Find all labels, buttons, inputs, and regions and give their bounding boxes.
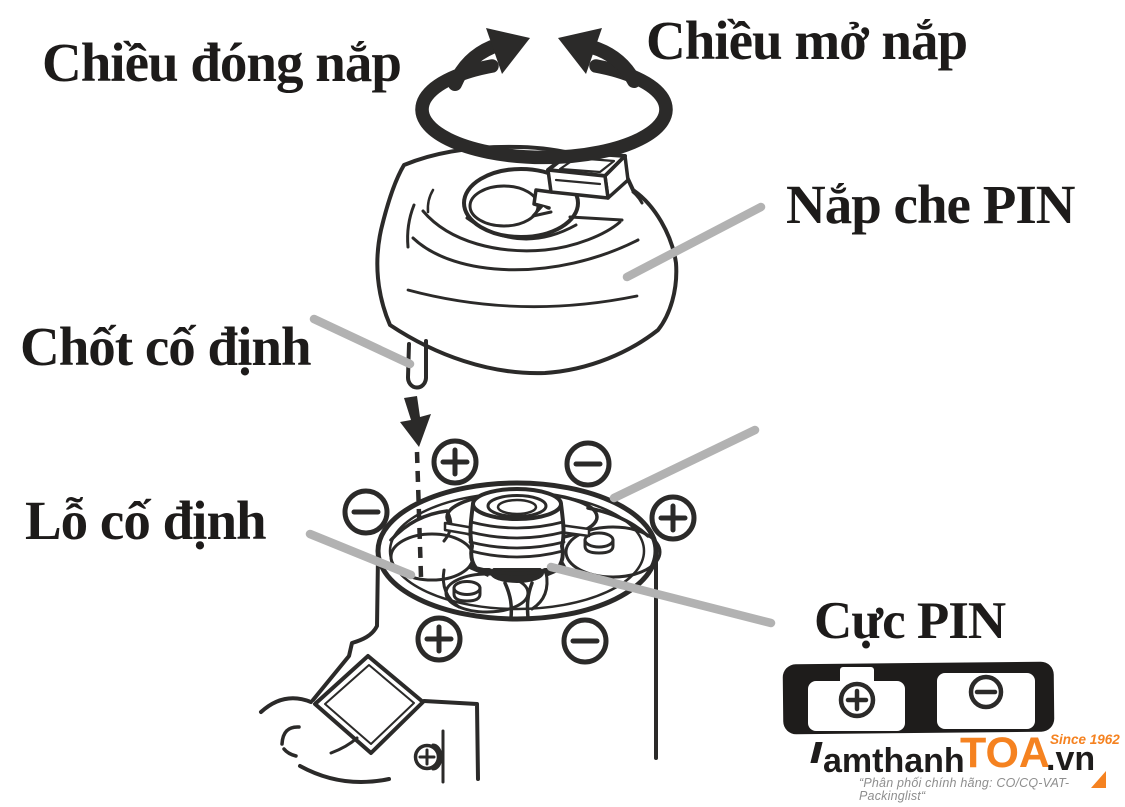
insert-pointer	[400, 396, 431, 578]
label-fixing-hole: Lỗ cố định	[25, 490, 267, 551]
label-battery-cover: Nắp che PIN	[786, 174, 1075, 235]
body-diamond-panel	[313, 654, 425, 755]
label-battery-terminal: Cực PIN	[814, 592, 1006, 650]
rotation-arrow-icon	[415, 28, 673, 165]
battery-nub	[452, 531, 615, 603]
minus-icon	[561, 617, 609, 665]
battery-compartment-drawing	[259, 480, 662, 785]
leader-terminal	[546, 562, 776, 628]
polarity-markers	[342, 438, 697, 665]
threaded-post	[468, 487, 566, 576]
body-grip-curves	[259, 696, 391, 785]
label-fixing-pin: Chốt cố định	[20, 316, 312, 377]
fixing-pin-drawing	[406, 339, 428, 390]
terminal-plate-drawing	[782, 661, 1055, 735]
plus-icon	[431, 438, 479, 486]
logo-tagline: “Phân phối chính hãng: CO/CQ-VAT-Packing…	[859, 776, 1070, 803]
battery-cover-drawing	[375, 144, 679, 390]
leader-battery-cover	[622, 202, 766, 282]
leader-rim	[609, 425, 760, 503]
label-close-direction: Chiều đóng nắp	[42, 32, 402, 93]
logo-triangle-icon	[1091, 771, 1106, 788]
plus-icon	[649, 494, 697, 542]
logo-text-amthanh: amthanh	[823, 742, 965, 780]
minus-icon	[564, 440, 612, 488]
logo-text-toa: TOA	[960, 729, 1050, 777]
label-open-direction: Chiều mở nắp	[646, 10, 968, 71]
plus-icon	[415, 615, 463, 663]
leader-fixing-hole	[305, 529, 416, 580]
minus-icon	[968, 674, 1004, 710]
minus-icon	[342, 488, 390, 536]
down-arrow-icon	[400, 396, 431, 447]
leader-lines	[305, 202, 776, 628]
plus-icon	[838, 681, 876, 719]
screw-icon	[413, 743, 443, 771]
leader-fixing-pin	[309, 314, 415, 369]
dashed-guide-line	[414, 451, 424, 578]
logo-text-vn: .vn	[1046, 740, 1096, 778]
logo-since-text: Since 1962	[1050, 732, 1120, 747]
